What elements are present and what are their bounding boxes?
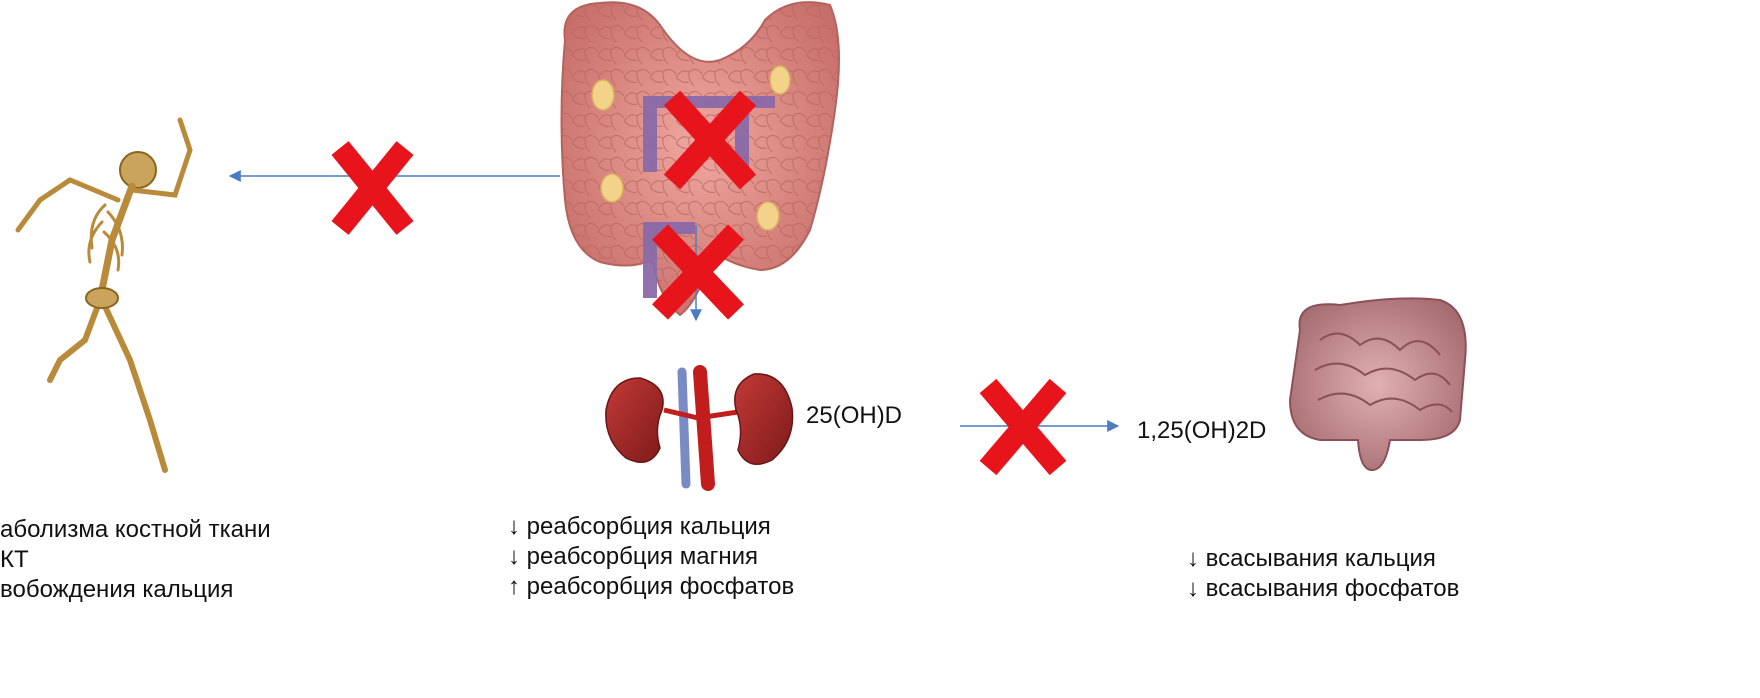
parathyroid-nodule (770, 66, 790, 94)
kidney-effect-item: ↑ реабсорбция фосфатов (508, 572, 794, 602)
parathyroid-nodule (757, 202, 779, 230)
intestine-illustration (1290, 298, 1466, 470)
bone-effects-list: аболизма костной ткани КТ вобождения кал… (0, 515, 271, 605)
kidney-effects-list: ↓ реабсорбция кальция ↓ реабсорбция магн… (508, 512, 794, 602)
bone-effect-item: вобождения кальция (0, 575, 271, 605)
kidney-effect-item: ↓ реабсорбция кальция (508, 512, 794, 542)
bone-effect-item: аболизма костной ткани (0, 515, 271, 545)
intestine-effects-list: ↓ всасывания кальция ↓ всасывания фосфат… (1187, 544, 1459, 604)
intestine-effect-item: ↓ всасывания фосфатов (1187, 574, 1459, 604)
precursor-label: 25(OH)D (806, 404, 902, 428)
parathyroid-nodule (592, 80, 614, 110)
skeleton-illustration (18, 120, 190, 470)
kidney-effect-item: ↓ реабсорбция магния (508, 542, 794, 572)
intestine-effect-item: ↓ всасывания кальция (1187, 544, 1459, 574)
red-x-block-icon (340, 148, 405, 228)
active-form-label: 1,25(OH)2D (1137, 419, 1266, 443)
red-x-block-icon (988, 386, 1058, 468)
bone-effect-item: КТ (0, 545, 271, 575)
parathyroid-nodule (601, 174, 623, 202)
kidneys-illustration (606, 372, 793, 484)
